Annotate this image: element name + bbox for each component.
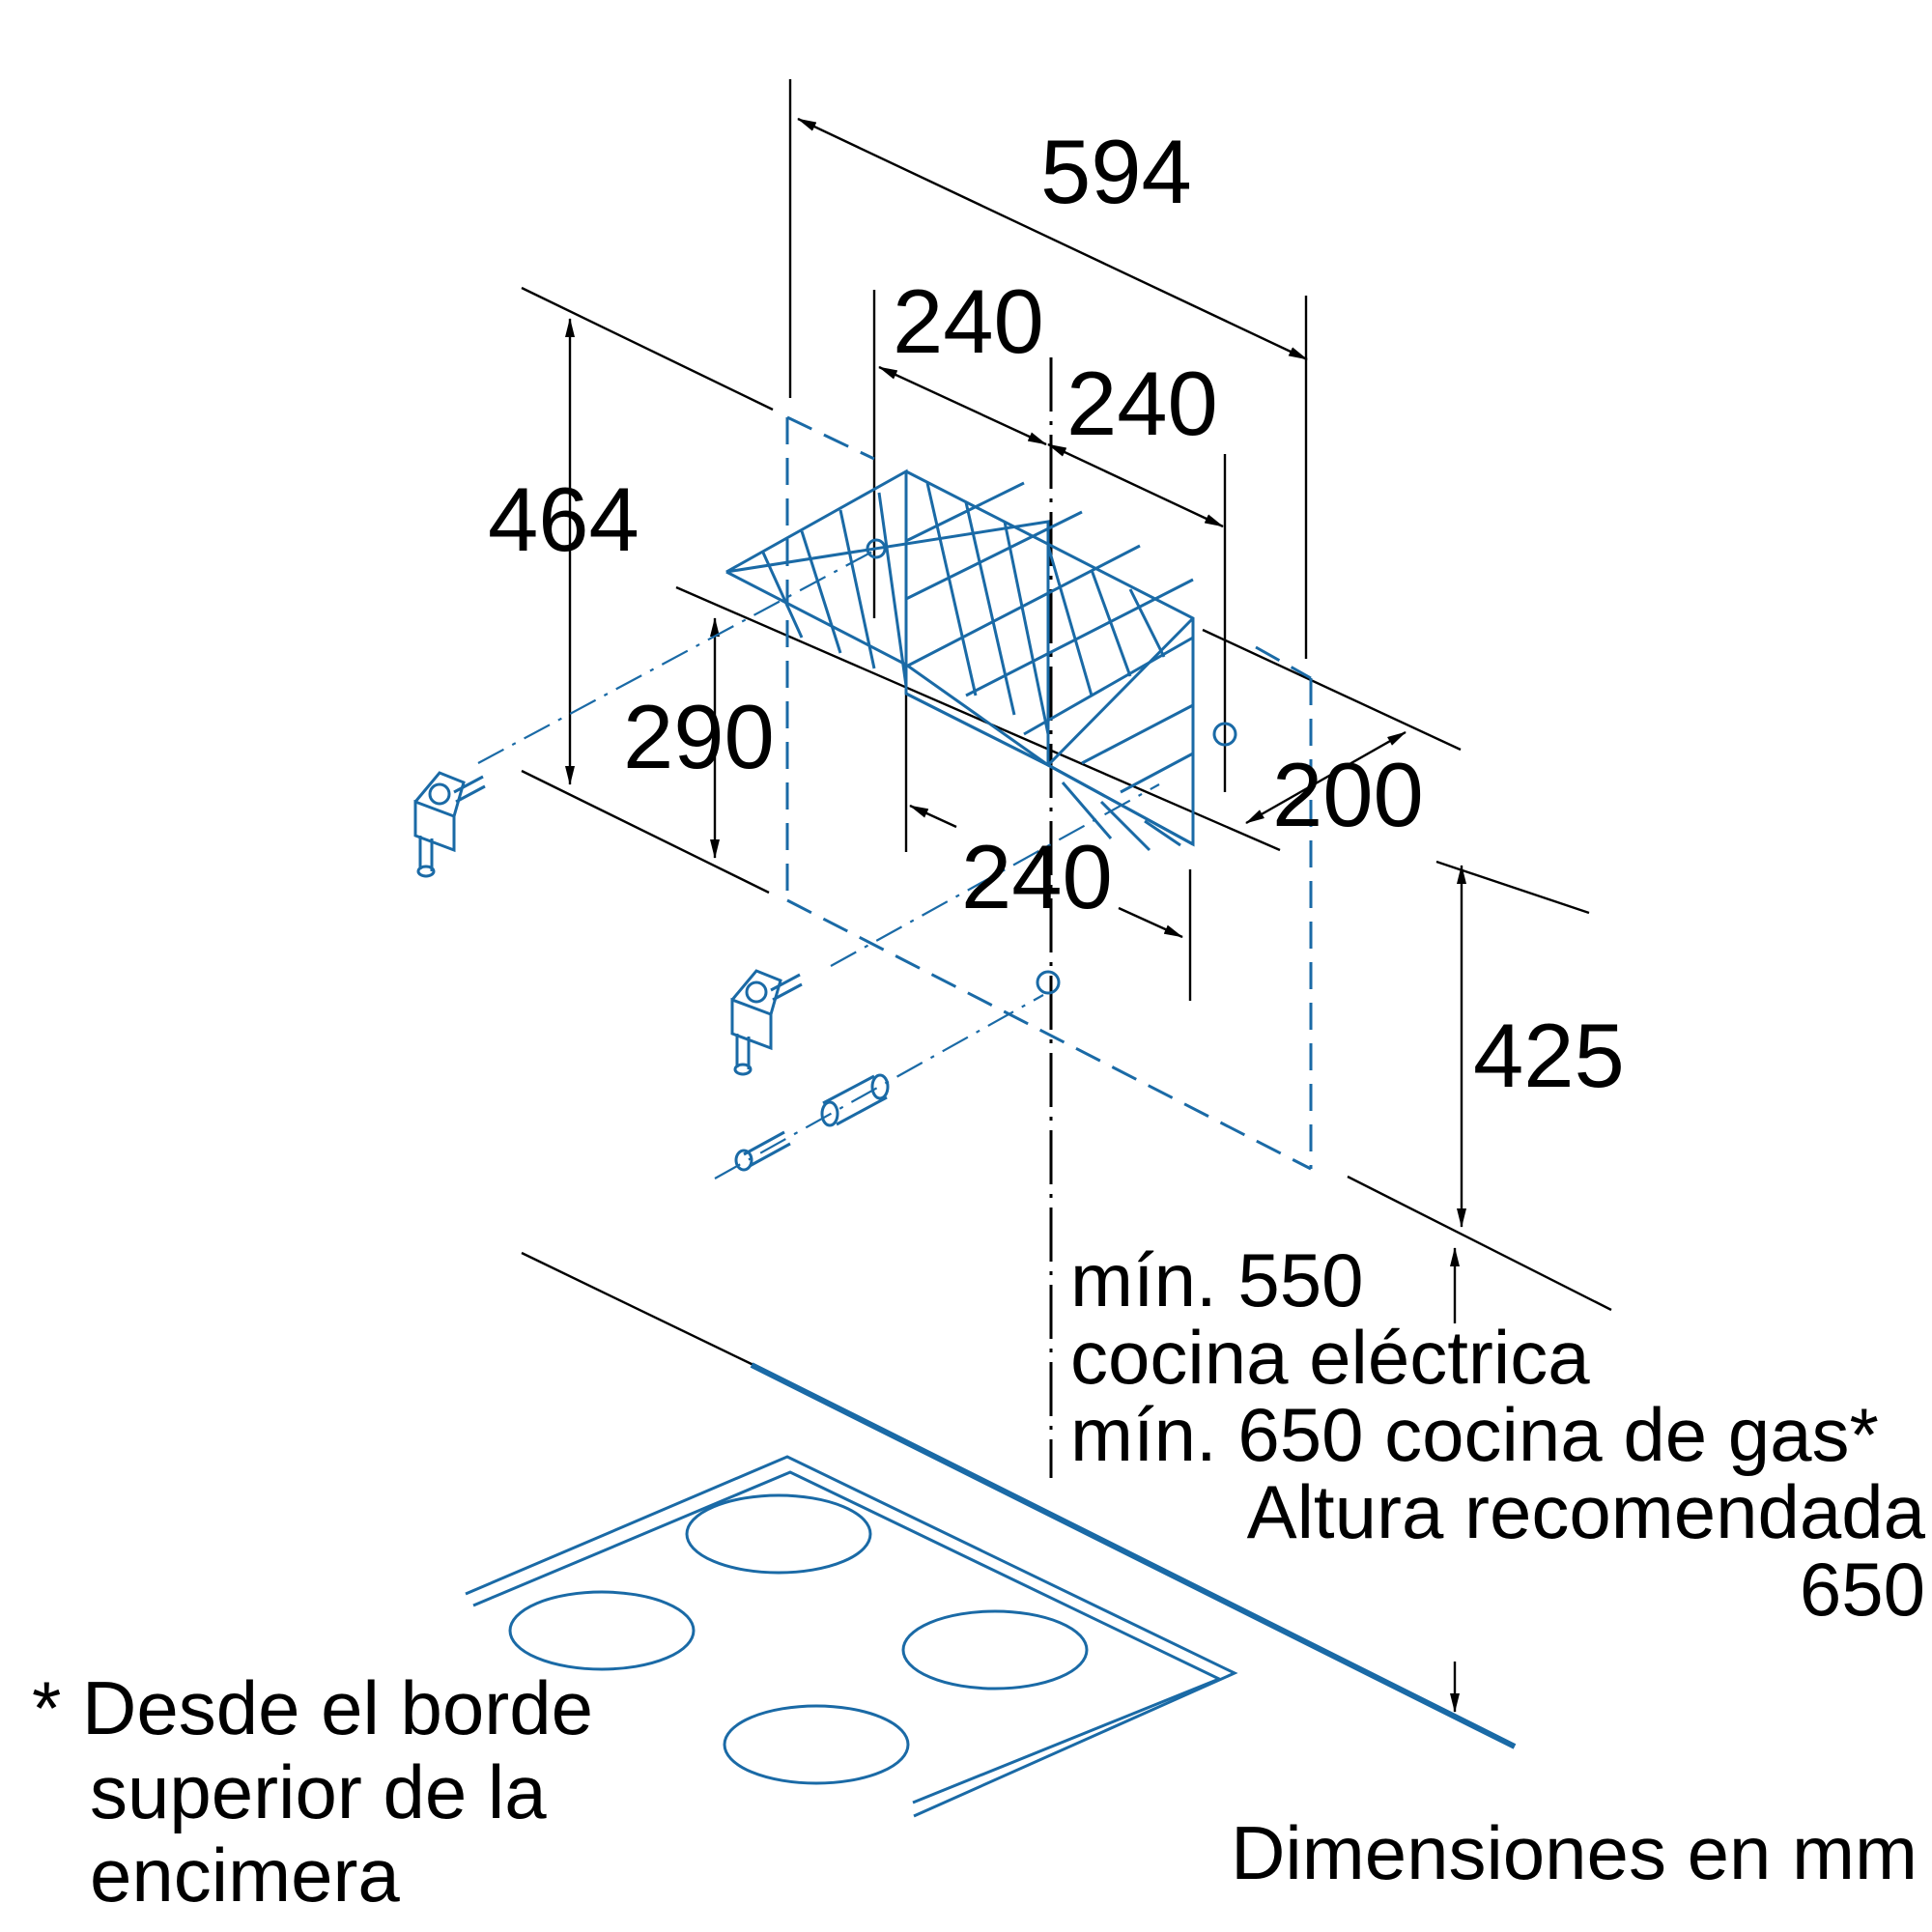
cooktop — [465, 1362, 1517, 1818]
dimension-offset-left: 240 — [893, 270, 1044, 372]
dimension-offset-right: 240 — [1066, 353, 1218, 454]
mounting-hole — [866, 538, 887, 559]
note-min-electric-label: cocina eléctrica — [1070, 1315, 1590, 1400]
note-min-electric-value: mín. 550 — [1070, 1237, 1364, 1322]
note-min-gas: mín. 650 cocina de gas* — [1070, 1392, 1879, 1477]
dimension-lines — [565, 117, 1466, 1713]
dimension-depth: 200 — [1272, 744, 1424, 845]
dimension-labels: 594 240 240 464 290 200 240 425 — [488, 121, 1625, 1106]
mounting-hole — [1212, 722, 1237, 747]
burner-ring — [508, 1590, 696, 1671]
note-recommended-value: 650 — [1800, 1547, 1925, 1632]
units-label: Dimensiones en mm — [1231, 1810, 1918, 1895]
dimension-vertical-height: 425 — [1473, 1005, 1625, 1106]
extension-lines — [521, 79, 1612, 1367]
burner-ring — [901, 1609, 1089, 1690]
dimension-width-total: 594 — [1040, 121, 1192, 222]
burner-ring — [723, 1704, 910, 1785]
installation-notes: mín. 550 cocina eléctrica mín. 650 cocin… — [32, 1237, 1926, 1918]
wall-plug-icon — [820, 1073, 890, 1127]
hood-outline — [785, 415, 1313, 1171]
dimension-height-total: 464 — [488, 469, 639, 570]
mounting-plate — [477, 469, 1237, 1179]
wall-bracket-icon — [413, 771, 486, 878]
wall-bracket-icon — [730, 969, 803, 1076]
footnote-line-1: * Desde el borde — [32, 1665, 593, 1750]
mounting-hole — [1036, 970, 1061, 995]
burner-ring — [685, 1493, 872, 1575]
dimension-height-inner: 290 — [623, 686, 775, 787]
footnote-line-2: superior de la — [90, 1749, 547, 1834]
footnote-line-3: encimera — [90, 1833, 400, 1918]
screw-icon — [734, 1130, 791, 1172]
note-recommended-label: Altura recomendada — [1247, 1469, 1926, 1554]
dimension-bottom-width: 240 — [961, 826, 1113, 927]
